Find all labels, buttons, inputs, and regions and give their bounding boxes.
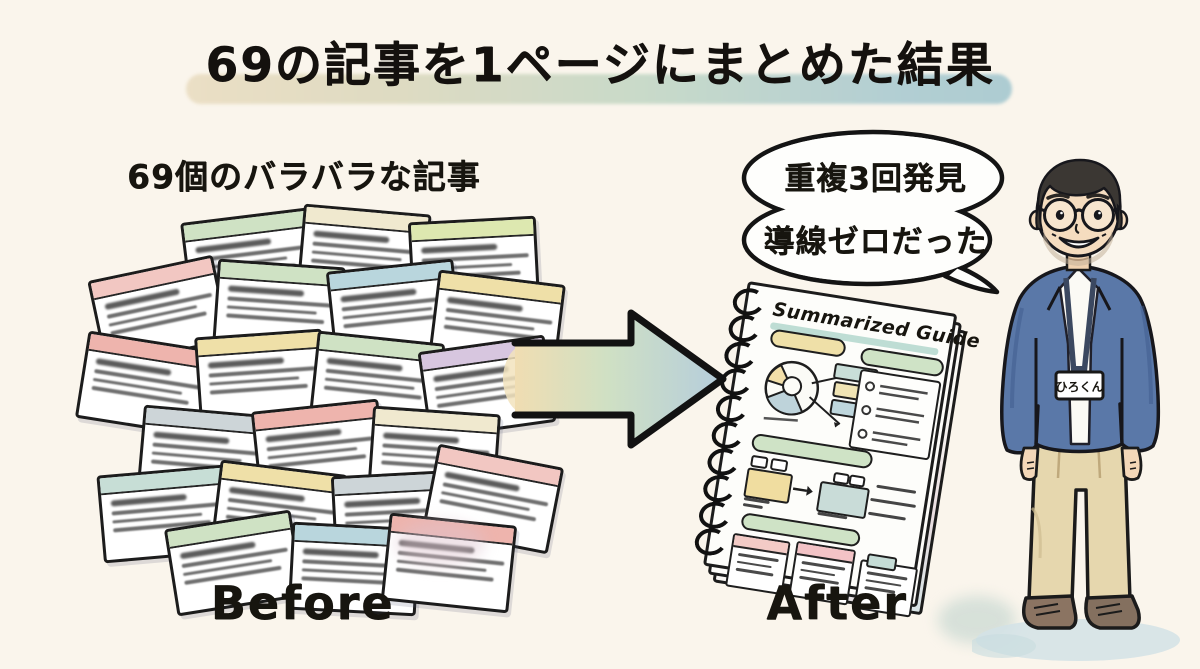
before-to-after-arrow <box>503 309 727 449</box>
beard-stubble <box>1043 230 1113 266</box>
before-caption: Before <box>210 576 395 630</box>
bullet-line-2 <box>870 497 917 509</box>
after-caption: After <box>766 576 908 630</box>
bullet-line-3 <box>867 511 906 521</box>
smile <box>1058 236 1100 249</box>
article-card-header <box>374 408 498 435</box>
right-eye <box>1093 210 1103 220</box>
scattered-articles-pile <box>74 203 566 617</box>
flow-arrow-icon <box>792 485 813 496</box>
article-card-header <box>410 218 534 243</box>
flow-caption-line-2 <box>742 502 763 510</box>
article-card-header <box>197 331 321 358</box>
checklist-lines <box>857 381 928 447</box>
pie-chart-icon <box>763 360 850 428</box>
summarized-guide-notebook: Summarized Guide <box>692 281 982 618</box>
name-tag-text: ひろくん <box>1055 380 1103 394</box>
character-illustration: ひろくん <box>972 158 1180 661</box>
article-card-header <box>183 210 307 243</box>
article-card-header <box>99 467 223 496</box>
speech-bubble-line1: 重複3回発見 <box>784 161 967 197</box>
arrow-fill <box>515 313 723 445</box>
jacket-lapels <box>1046 286 1112 311</box>
watercolor-smudge-pile <box>395 520 485 566</box>
lanyard <box>1063 277 1097 375</box>
nose <box>1074 223 1080 235</box>
right-hand <box>1120 446 1143 481</box>
speech-bubble-tail <box>942 263 1000 295</box>
before-heading: 69個のバラバラな記事 <box>127 157 481 196</box>
arrow-outline <box>511 309 727 449</box>
speech-bubble-shape <box>741 129 1005 295</box>
title-highlight-stroke <box>186 74 1012 104</box>
speech-bubble-line2: 導線ゼロだった <box>763 224 988 260</box>
name-tag <box>1054 370 1105 401</box>
eyebrows <box>1046 193 1110 200</box>
article-card-header <box>219 261 343 288</box>
mini-card-3-tab <box>865 553 898 572</box>
page-title-block: 69の記事を1ページにまとめた結果 <box>0 26 1200 104</box>
page-title: 69の記事を1ページにまとめた結果 <box>205 38 995 93</box>
glasses-bridge <box>1073 208 1085 214</box>
notebook-page: Summarized Guide <box>692 281 982 618</box>
left-hand <box>1019 446 1040 481</box>
bullet-line-1 <box>876 484 917 494</box>
speech-bubble: 重複3回発見 導線ゼロだった <box>733 126 1018 298</box>
left-eye <box>1055 210 1065 220</box>
checklist-card <box>848 368 942 461</box>
